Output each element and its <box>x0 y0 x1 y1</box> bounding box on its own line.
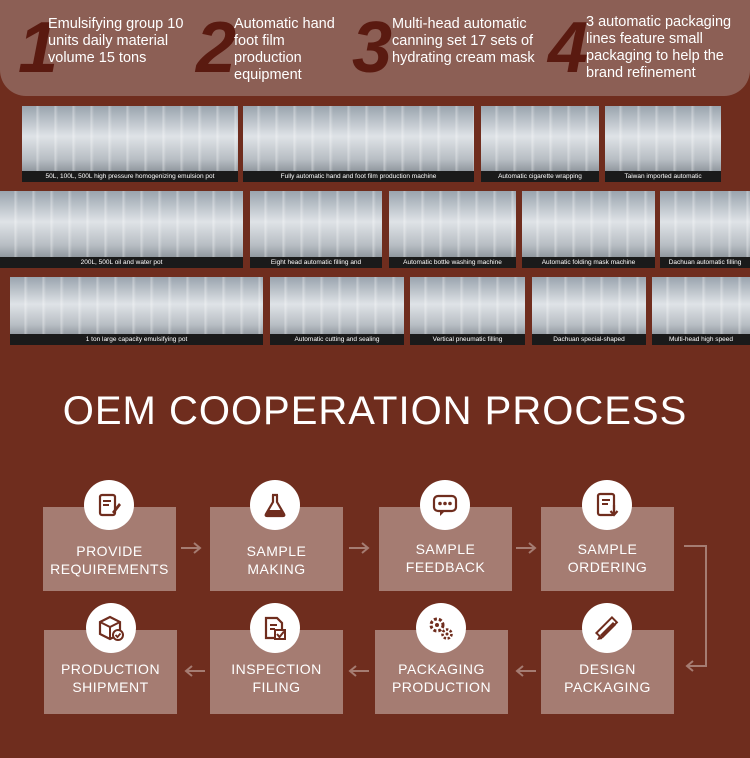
turn-down-connector <box>684 545 707 672</box>
stat-2: 2 Automatic hand foot film production eq… <box>196 12 356 92</box>
photo-caption: 200L, 500L oil and water pot <box>0 257 243 268</box>
stat-text: 3 automatic packaging lines feature smal… <box>586 14 732 81</box>
photo-caption: Dachuan special-shaped <box>532 334 646 345</box>
stat-number: 3 <box>352 8 393 88</box>
stat-3: 3 Multi-head automatic canning set 17 se… <box>352 12 548 92</box>
step-label-line2: REQUIREMENTS <box>50 561 169 577</box>
step-design-packaging: DESIGN PACKAGING <box>541 630 674 714</box>
photo-caption: Automatic cutting and sealing <box>270 334 404 345</box>
factory-photo: Dachuan special-shaped <box>532 277 646 345</box>
factory-photo: 50L, 100L, 500L high pressure homogenizi… <box>22 106 238 182</box>
stats-band: 1 Emulsifying group 10 units daily mater… <box>0 0 750 96</box>
photo-caption: Automatic bottle washing machine <box>389 257 516 268</box>
step-sample-feedback: SAMPLE FEEDBACK <box>379 507 512 591</box>
step-label-line2: PRODUCTION <box>391 679 492 695</box>
step-label-line2: PACKAGING <box>564 679 651 695</box>
factory-photo: 1 ton large capacity emulsifying pot <box>10 277 263 345</box>
gears-icon <box>416 603 466 653</box>
arrow-left-icon <box>515 665 536 677</box>
factory-photo: Eight head automatic filling and <box>250 191 382 268</box>
step-label-line2: MAKING <box>247 561 306 577</box>
step-label-line1: DESIGN <box>579 661 636 677</box>
step-label-line1: SAMPLE <box>246 543 307 559</box>
photo-caption: 50L, 100L, 500L high pressure homogenizi… <box>22 171 238 182</box>
photo-caption: Taiwan imported automatic <box>605 171 721 182</box>
photo-caption: 1 ton large capacity emulsifying pot <box>10 334 263 345</box>
step-label-line2: FEEDBACK <box>405 559 486 575</box>
step-label-line2: SHIPMENT <box>72 679 149 695</box>
photo-caption: Multi-head high speed <box>652 334 750 345</box>
factory-photo: Dachuan automatic filling <box>660 191 750 268</box>
arrow-right-icon <box>349 542 370 554</box>
arrow-left-icon <box>184 665 205 677</box>
stat-number: 2 <box>196 8 237 88</box>
step-label-line1: PACKAGING <box>398 661 485 677</box>
checklist-icon <box>250 603 300 653</box>
factory-photo: Fully automatic hand and foot film produ… <box>243 106 474 182</box>
stat-4: 4 3 automatic packaging lines feature sm… <box>548 12 744 92</box>
stat-number: 1 <box>18 8 59 88</box>
factory-photo: Vertical pneumatic filling <box>410 277 525 345</box>
photo-caption: Dachuan automatic filling <box>660 257 750 268</box>
arrow-right-icon <box>516 542 537 554</box>
stat-1: 1 Emulsifying group 10 units daily mater… <box>18 12 198 92</box>
arrow-right-icon <box>181 542 202 554</box>
step-label-line1: INSPECTION <box>231 661 322 677</box>
section-title: OEM COOPERATION PROCESS <box>62 389 688 433</box>
flask-icon <box>250 480 300 530</box>
step-label-line2: ORDERING <box>567 559 648 575</box>
photo-caption: Fully automatic hand and foot film produ… <box>243 171 474 182</box>
factory-photo: Automatic folding mask machine <box>522 191 655 268</box>
factory-photo: Automatic cigarette wrapping <box>481 106 599 182</box>
step-packaging-production: PACKAGING PRODUCTION <box>375 630 508 714</box>
factory-photo: Automatic cutting and sealing <box>270 277 404 345</box>
step-label-line1: PRODUCTION <box>60 661 161 677</box>
order-download-icon <box>582 480 632 530</box>
step-label-line2: FILING <box>252 679 301 695</box>
photo-caption: Automatic cigarette wrapping <box>481 171 599 182</box>
step-inspection-filing: INSPECTION FILING <box>210 630 343 714</box>
step-label-line1: PROVIDE <box>76 543 143 559</box>
pencil-ruler-icon <box>582 603 632 653</box>
factory-photo: Taiwan imported automatic <box>605 106 721 182</box>
chat-bubble-icon <box>420 480 470 530</box>
step-label-line1: SAMPLE <box>577 541 638 557</box>
document-edit-icon <box>84 480 134 530</box>
box-check-icon <box>86 603 136 653</box>
factory-photo: Multi-head high speed <box>652 277 750 345</box>
stat-text: Multi-head automatic canning set 17 sets… <box>392 16 535 66</box>
stat-text: Automatic hand foot film production equi… <box>234 16 335 83</box>
photo-caption: Vertical pneumatic filling <box>410 334 525 345</box>
photo-caption: Eight head automatic filling and <box>250 257 382 268</box>
photo-caption: Automatic folding mask machine <box>522 257 655 268</box>
stat-number: 4 <box>548 8 589 88</box>
stat-text: Emulsifying group 10 units daily materia… <box>48 16 184 66</box>
factory-photo: 200L, 500L oil and water pot <box>0 191 243 268</box>
arrow-left-icon <box>348 665 369 677</box>
factory-photo: Automatic bottle washing machine <box>389 191 516 268</box>
step-label-line1: SAMPLE <box>415 541 476 557</box>
